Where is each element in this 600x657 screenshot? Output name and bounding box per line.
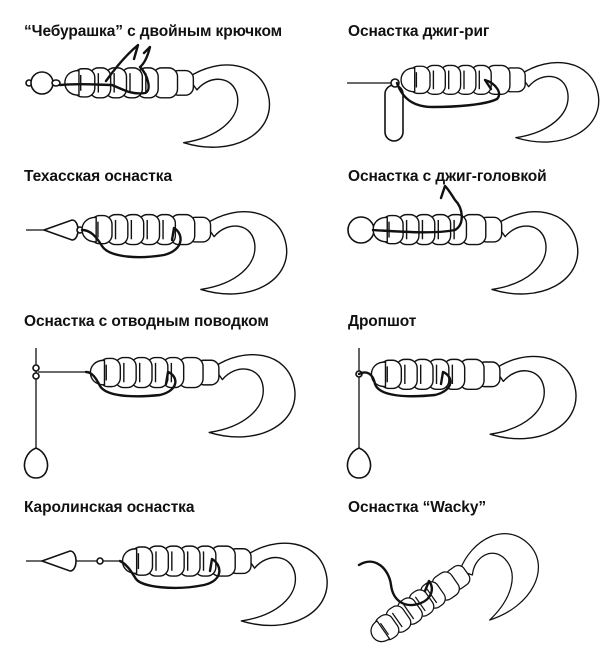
jig-rig-diagram [347,61,600,143]
drop-shot-rig-diagram [346,348,577,479]
panel-title: “Чебурашка” с двойным крючком [24,23,282,40]
carolina-rig-diagram [26,542,328,627]
cheburashka-double-hook-diagram [25,43,271,148]
jig-head-rig-diagram [347,184,579,295]
panel-title: Каролинская оснастка [24,499,195,516]
panel-title: Дропшот [348,313,417,330]
wacky-rig-diagram [357,519,555,657]
texas-rig-diagram [26,211,288,295]
drop-leader-rig-diagram [23,348,296,479]
panel-title: Оснастка с джиг-головкой [348,168,547,185]
panel-title: Оснастка джиг-риг [348,23,490,40]
panel-title: Оснастка “Wacky” [348,499,486,516]
panel-title: Техасская оснастка [24,168,172,185]
panel-title: Оснастка с отводным поводком [24,313,269,330]
